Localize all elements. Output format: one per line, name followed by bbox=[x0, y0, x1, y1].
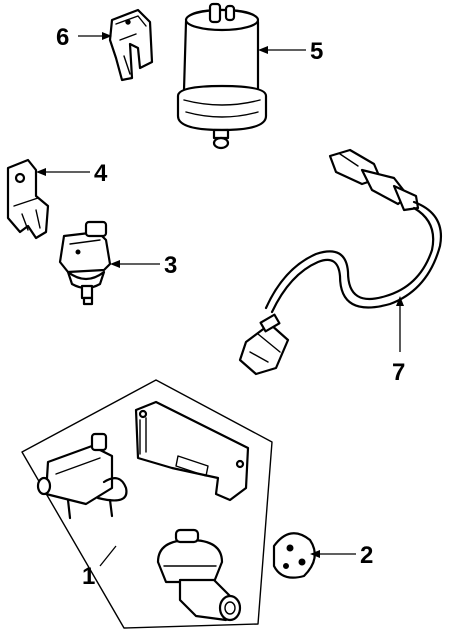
callout-number-6: 6 bbox=[56, 24, 69, 51]
callout-7: 7 bbox=[392, 296, 405, 386]
callout-3: 3 bbox=[110, 252, 177, 279]
part-1-vacuum-assembly bbox=[21, 379, 273, 629]
callout-number-1: 1 bbox=[82, 563, 95, 590]
part-5-filter-canister bbox=[176, 2, 268, 150]
callout-2: 2 bbox=[310, 542, 373, 569]
part-4-mounting-bracket bbox=[6, 158, 50, 240]
callout-5: 5 bbox=[258, 38, 323, 65]
part-2-gasket bbox=[272, 532, 316, 579]
callout-number-2: 2 bbox=[360, 542, 373, 569]
callout-4: 4 bbox=[36, 160, 108, 187]
part-6-bracket-clip bbox=[108, 8, 154, 82]
part-7-oxygen-sensor-harness bbox=[238, 148, 443, 376]
callout-6: 6 bbox=[56, 24, 112, 51]
callout-number-4: 4 bbox=[94, 160, 108, 187]
callout-1: 1 bbox=[82, 545, 117, 590]
callout-number-7: 7 bbox=[392, 359, 405, 386]
callout-number-3: 3 bbox=[164, 252, 177, 279]
callout-number-5: 5 bbox=[310, 38, 323, 65]
part-3-solenoid-valve bbox=[58, 220, 112, 306]
